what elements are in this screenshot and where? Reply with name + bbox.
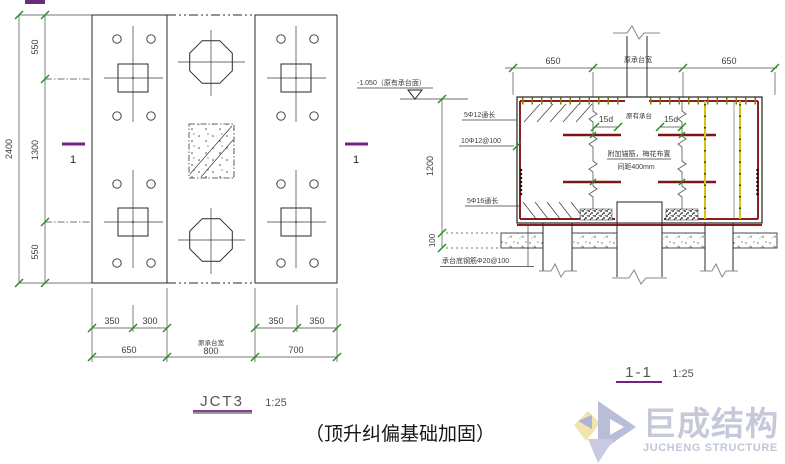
section-left-dimensions: 1200 100 bbox=[425, 94, 501, 253]
top-bar-anchorage-hatch bbox=[523, 103, 593, 123]
section-cut-marker-right: 1 bbox=[345, 142, 368, 166]
break-line-icon bbox=[677, 101, 687, 219]
dim-label-h3: 350 bbox=[268, 316, 283, 326]
section-mark-label: 1 bbox=[353, 154, 359, 166]
existing-cap-bars bbox=[563, 131, 716, 186]
side-bar-dots bbox=[519, 168, 759, 196]
elevation-label: -1.050（原有承台面） bbox=[357, 78, 426, 87]
anchor-bolt-holes bbox=[112, 34, 156, 268]
dim-label-w2: 800 bbox=[203, 346, 218, 356]
top-bars-label: 5Φ12通长 bbox=[464, 110, 495, 119]
plan-title-label: JCT3 bbox=[200, 393, 244, 410]
bottom-bars-label: 5Φ16通长 bbox=[467, 196, 498, 205]
section-cut-marker-left: 1 bbox=[62, 142, 85, 166]
cap-section-box: 15d 15d 原有承台 附加锚筋，梅花布置 bbox=[516, 96, 763, 224]
plan-left-dimensions: 2400 550 1300 550 bbox=[4, 10, 95, 288]
section-title: 1-1 1:25 bbox=[616, 364, 694, 383]
anchorage-dim-left: 15d bbox=[590, 114, 623, 132]
anchor-plate bbox=[117, 63, 149, 93]
dim-label-depth: 1200 bbox=[425, 156, 435, 176]
plan-title: JCT3 1:25 bbox=[193, 393, 287, 414]
anchor-bolt-holes bbox=[276, 34, 319, 268]
plan-cap-outline bbox=[91, 14, 338, 284]
dim-label-total-height: 2400 bbox=[4, 139, 14, 159]
piles bbox=[539, 223, 738, 285]
section-mark-label: 1 bbox=[70, 154, 76, 166]
existing-column bbox=[613, 25, 660, 97]
anchor-plate bbox=[117, 207, 149, 237]
company-logo: 巨成结构 JUCHENG STRUCTURE bbox=[570, 397, 784, 463]
section-view: 650 原承台宽 650 -1.050（原有承台面） 1200 100 bbox=[357, 25, 780, 383]
dim-label-v3: 550 bbox=[30, 244, 40, 259]
break-line-icon bbox=[539, 262, 577, 279]
drawing-caption: （顶升纠偏基础加固） bbox=[304, 424, 495, 445]
anchorage-dim-right: 15d bbox=[655, 114, 687, 132]
dim-label-h4: 350 bbox=[309, 316, 324, 326]
pile-octagon-bottom bbox=[178, 208, 245, 274]
existing-column-hatched bbox=[188, 123, 235, 179]
roughened-strip bbox=[665, 208, 699, 221]
pile-octagon-top bbox=[178, 30, 245, 96]
dim-label-original-cap-width: 原承台宽 bbox=[624, 55, 652, 64]
tie-bars bbox=[704, 101, 741, 219]
plan-bottom-dimensions: 350 300 350 350 650 原承台宽 800 700 bbox=[87, 288, 342, 362]
break-line-icon bbox=[612, 268, 667, 285]
dim-label-bedding: 100 bbox=[428, 233, 437, 247]
break-line-icon bbox=[613, 25, 660, 40]
elevation-triangle-icon bbox=[406, 89, 424, 100]
plan-left-strip bbox=[104, 26, 163, 268]
dim-label-15d: 15d bbox=[599, 114, 613, 124]
roughened-strip bbox=[579, 208, 613, 221]
dim-label-v2: 1300 bbox=[30, 140, 40, 160]
cap-bottom-bars-label: 承台底钢筋Φ20@100 bbox=[442, 256, 509, 265]
plan-right-strip bbox=[267, 26, 326, 268]
elevation-marker: -1.050（原有承台面） bbox=[357, 78, 468, 100]
dim-label-original-cap-width: 原承台宽 bbox=[198, 338, 225, 347]
dim-label-v1: 550 bbox=[30, 39, 40, 54]
logo-name-en: JUCHENG STRUCTURE bbox=[643, 442, 778, 454]
section-top-dimensions: 650 原承台宽 650 bbox=[505, 55, 780, 97]
plan-scale-label: 1:25 bbox=[265, 397, 286, 409]
existing-cap-label: 原有承台 bbox=[626, 111, 652, 120]
dim-label-w1: 650 bbox=[121, 345, 136, 355]
break-line-icon bbox=[588, 101, 598, 219]
logo-name-cn: 巨成结构 bbox=[643, 405, 779, 442]
sheet-edge-marker bbox=[25, 0, 45, 4]
dim-label-w3: 700 bbox=[288, 345, 303, 355]
anchor-plate bbox=[280, 207, 312, 237]
dim-label-15d: 15d bbox=[664, 114, 678, 124]
anchor-note-line1: 附加锚筋，梅花布置 bbox=[608, 149, 671, 158]
section-title-label: 1-1 bbox=[625, 364, 653, 381]
dim-label-left-650: 650 bbox=[545, 56, 560, 66]
plan-view: 2400 550 1300 550 1 1 bbox=[4, 0, 368, 414]
anchor-note-line2: 间距400mm bbox=[617, 163, 655, 171]
dim-label-h2: 300 bbox=[142, 316, 157, 326]
side-bars-label: 10Φ12@100 bbox=[461, 138, 501, 145]
dim-label-h1: 350 bbox=[104, 316, 119, 326]
rebar-leader-labels: 5Φ12通长 10Φ12@100 5Φ16通长 承台底钢筋Φ20@100 bbox=[440, 110, 534, 267]
center-pile-head bbox=[616, 201, 663, 224]
anchor-plate bbox=[280, 63, 312, 93]
dim-label-right-650: 650 bbox=[721, 56, 736, 66]
plan-middle-strip bbox=[178, 30, 245, 274]
break-line-icon bbox=[700, 262, 738, 279]
section-scale-label: 1:25 bbox=[672, 368, 693, 380]
bedding-layer bbox=[500, 232, 778, 249]
logo-mark-icon bbox=[574, 401, 636, 463]
anchor-note: 附加锚筋，梅花布置 间距400mm bbox=[607, 149, 671, 171]
